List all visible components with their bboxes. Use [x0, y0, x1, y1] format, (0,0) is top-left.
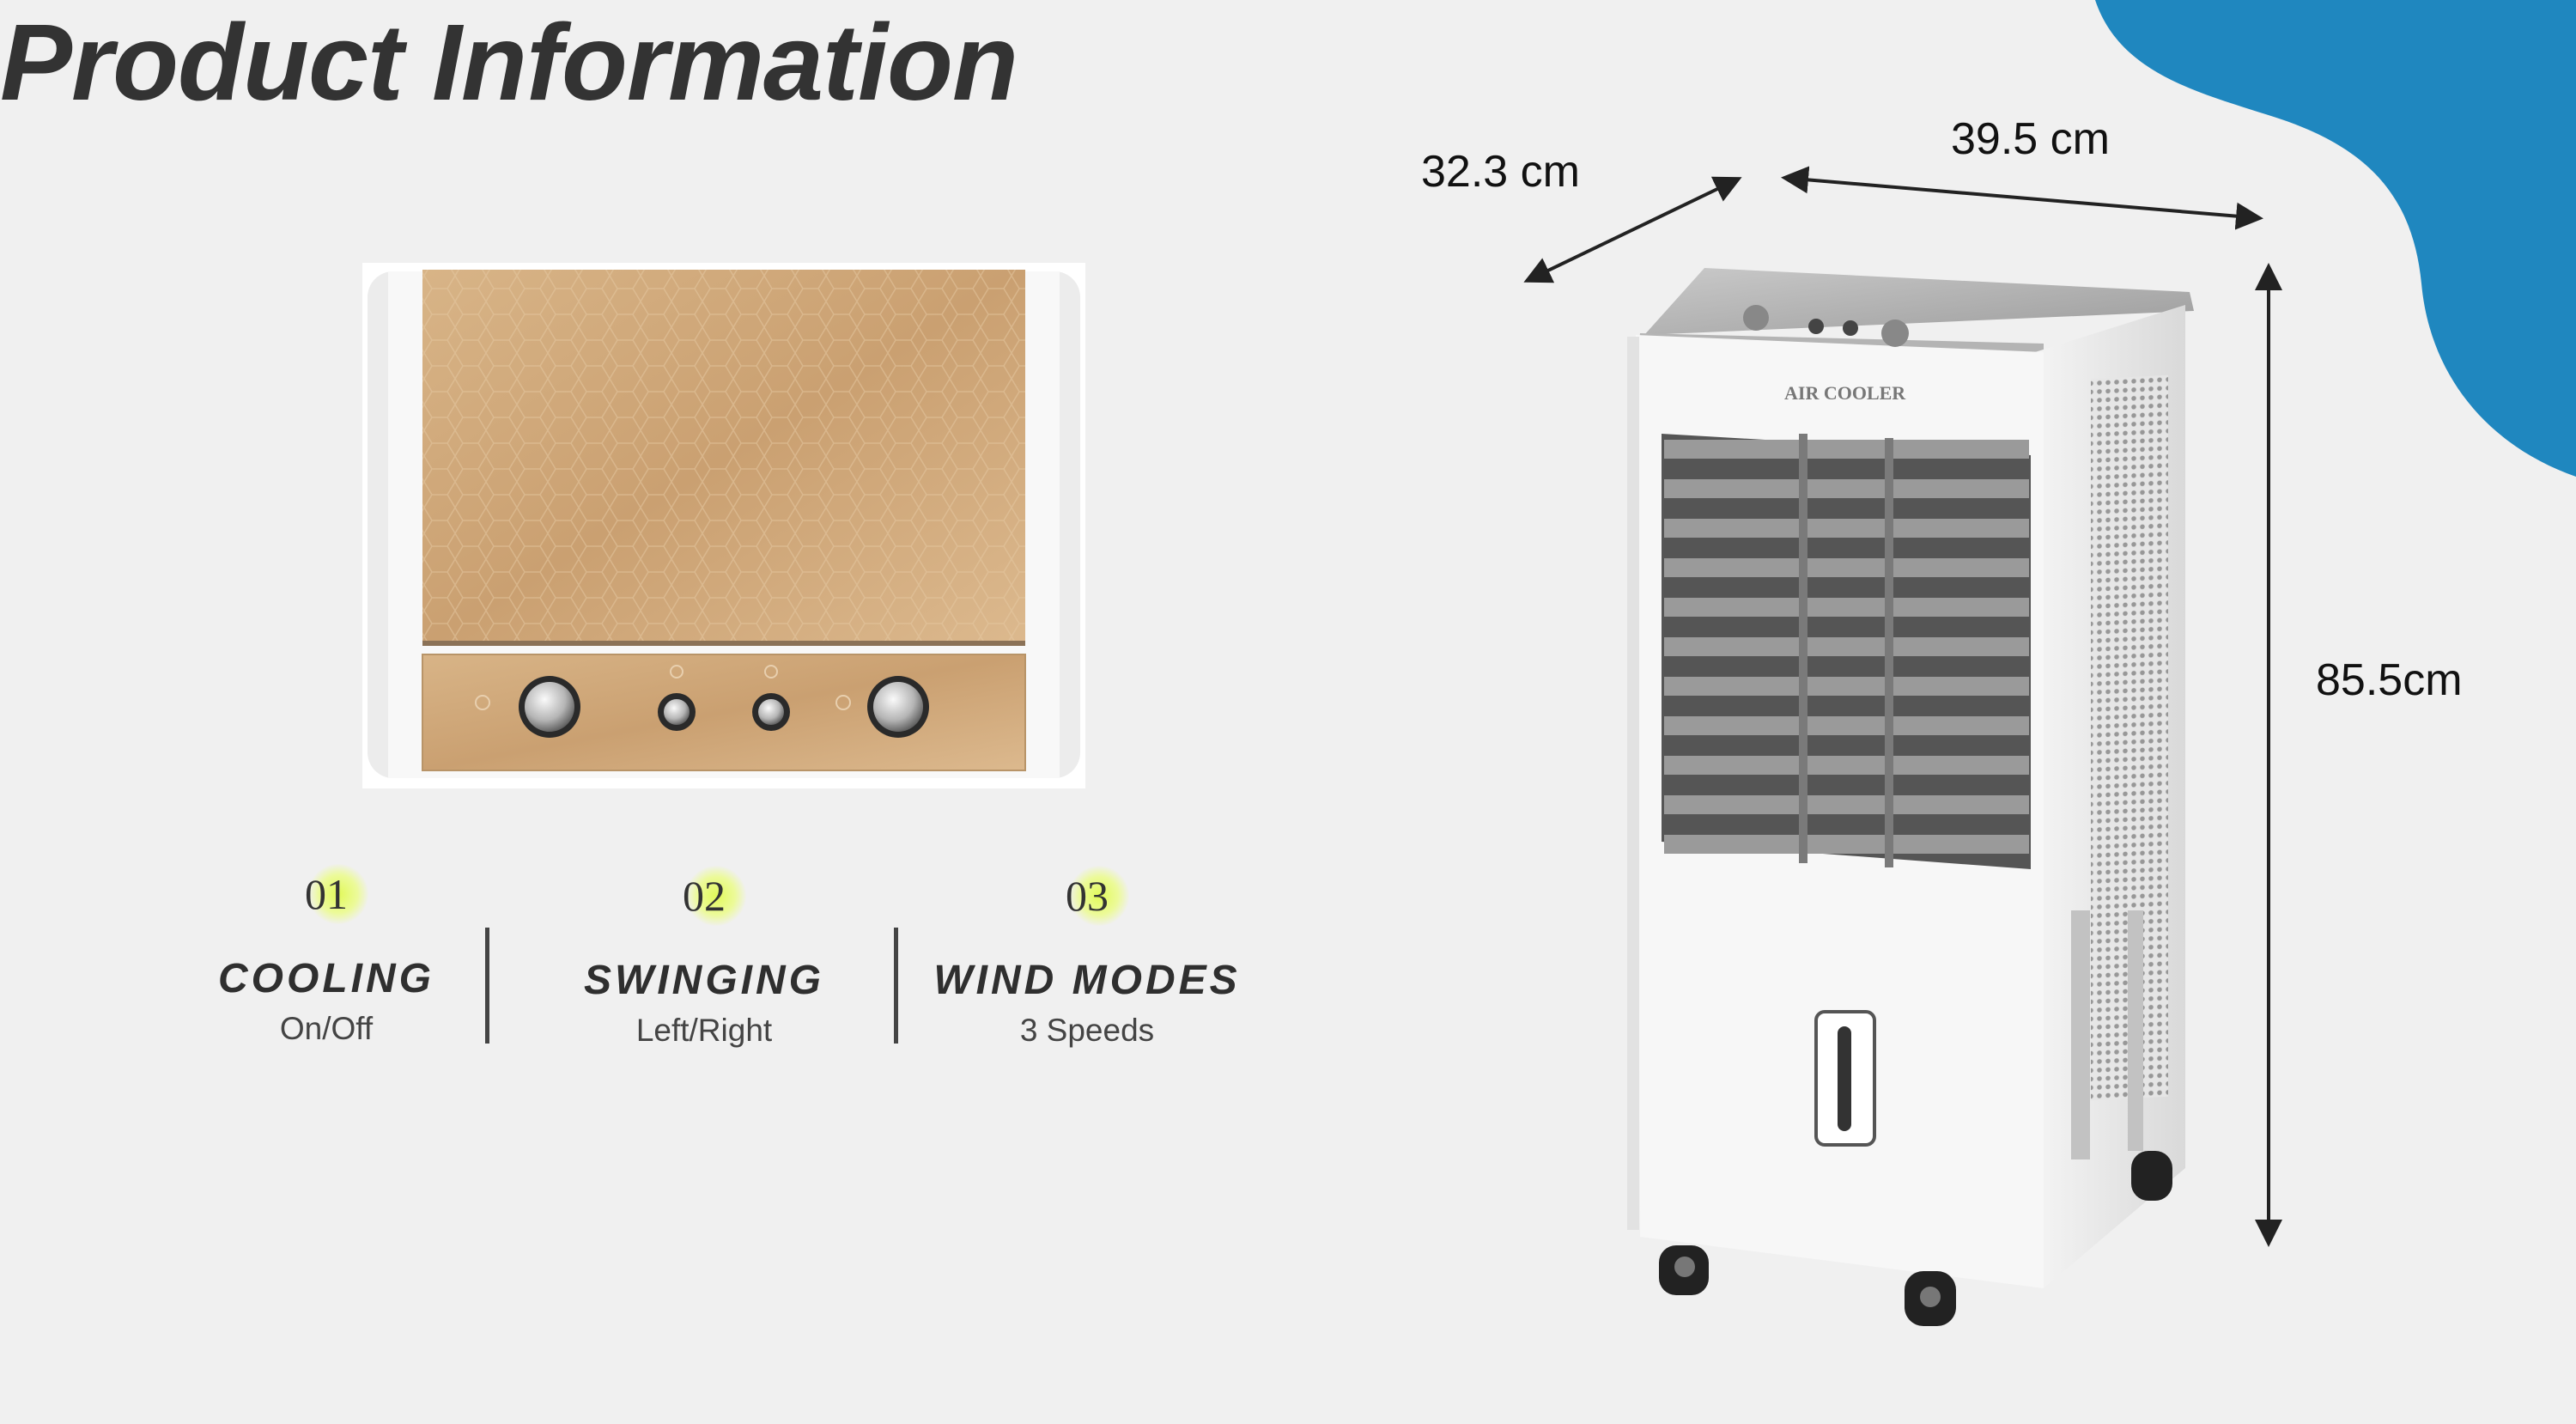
- control-panel-image: [362, 263, 1085, 788]
- air-cooler-image: AIR COOLER: [1627, 268, 2194, 1326]
- feature-number: 01: [305, 867, 348, 921]
- wheel: [1905, 1271, 1956, 1326]
- feature-subtitle: Left/Right: [635, 1013, 773, 1048]
- feature-subtitle: 3 Speeds: [1019, 1013, 1155, 1048]
- wheel: [2131, 1151, 2172, 1201]
- feature-divider: [894, 928, 898, 1044]
- width-dimension-label: 39.5 cm: [1951, 114, 2110, 164]
- depth-arrow: [1523, 176, 1742, 283]
- feature-cooling: 01 COOLING On/Off: [137, 867, 515, 1047]
- feature-divider: [485, 928, 489, 1044]
- feature-number: 02: [683, 869, 726, 922]
- feature-swinging: 02 SWINGING Left/Right: [515, 869, 893, 1049]
- feature-subtitle: On/Off: [279, 1011, 374, 1046]
- wheel: [1659, 1245, 1709, 1295]
- feature-wind-modes: 03 WIND MODES 3 Speeds: [898, 869, 1276, 1049]
- height-dimension-label: 85.5cm: [2316, 655, 2463, 705]
- page-title: Product Information: [0, 2, 1018, 123]
- feature-title: WIND MODES: [933, 958, 1241, 1003]
- width-arrow: [1781, 166, 2263, 230]
- decorative-blue-shape: [2095, 0, 2576, 477]
- feature-title: COOLING: [218, 956, 434, 1001]
- feature-title: SWINGING: [584, 958, 824, 1003]
- product-label: AIR COOLER: [1784, 382, 1906, 404]
- feature-number: 03: [1066, 869, 1109, 922]
